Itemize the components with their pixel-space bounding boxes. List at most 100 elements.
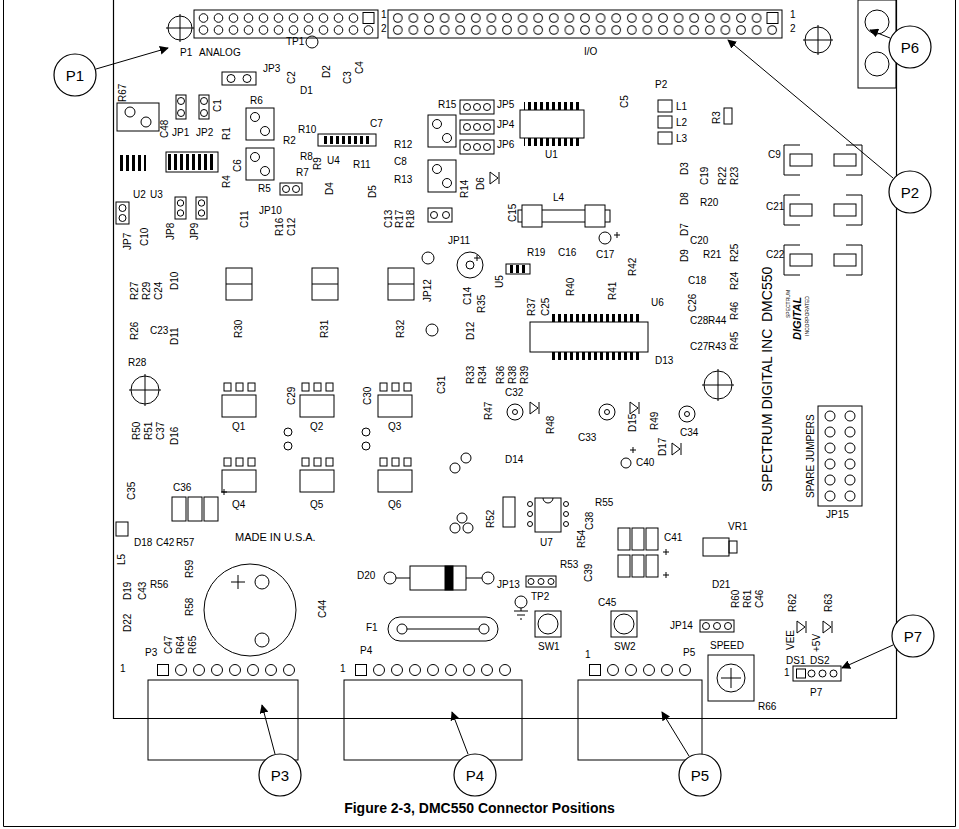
transistor-symbol — [222, 383, 412, 492]
part-label: R39 — [520, 366, 530, 384]
part-label: C44 — [318, 600, 328, 618]
part-label: C6 — [233, 159, 243, 172]
part-label: L5 — [117, 554, 127, 565]
jumper — [222, 72, 256, 85]
trimmer-potentiometer — [251, 153, 260, 162]
part-label: C33 — [578, 433, 596, 443]
transistor-symbol — [392, 383, 399, 391]
part-label: R6 — [250, 96, 263, 106]
push-switch — [535, 611, 637, 637]
test-point — [306, 36, 318, 48]
callout-outline — [889, 171, 931, 213]
capacitor-symbol — [790, 254, 812, 266]
part-label: SW1 — [538, 642, 560, 652]
callout-outline — [259, 754, 301, 796]
capacitor-symbol — [457, 252, 483, 278]
part-label: R28 — [128, 358, 146, 368]
callout-circle: P3 — [258, 753, 302, 797]
part-label: R55 — [595, 498, 613, 508]
jumper — [464, 144, 471, 151]
part-label: TP1 — [286, 37, 304, 47]
part-label: R14 — [460, 180, 470, 198]
resistor-symbol — [226, 268, 515, 527]
part-label: R49 — [650, 412, 660, 430]
board-outline — [114, 0, 897, 719]
leader-arrow — [728, 40, 893, 178]
jumper — [714, 623, 721, 630]
part-label: R40 — [566, 278, 576, 296]
part-label: MADE IN U.S.A. — [235, 532, 316, 543]
capacitor-symbol — [204, 497, 218, 521]
capacitor-symbol — [679, 406, 695, 422]
fuse-symbol — [479, 624, 489, 634]
part-label: D6 — [476, 177, 486, 190]
part-label: P3 — [145, 648, 157, 658]
integrated-circuit — [524, 138, 580, 146]
part-label: R13 — [394, 175, 412, 185]
part-label: P2 — [655, 80, 667, 90]
part-label: R57 — [176, 538, 194, 548]
part-label: R42 — [628, 258, 638, 276]
part-label: R16 — [275, 218, 285, 236]
resistor-symbol — [312, 268, 338, 300]
pin-header — [388, 10, 782, 38]
integrated-circuit — [703, 538, 729, 556]
part-label: C29 — [287, 387, 297, 405]
leader-arrow — [96, 48, 168, 69]
transistor-symbol — [300, 395, 334, 417]
part-label: R24 — [730, 272, 740, 290]
part-label: D16 — [170, 427, 180, 445]
integrated-circuit — [564, 522, 569, 527]
part-label: D2 — [322, 65, 332, 78]
part-label: R48 — [546, 416, 556, 434]
transistor-symbol — [380, 383, 387, 391]
part-label: SPECTRUM — [786, 290, 791, 318]
transistor-symbol — [236, 383, 243, 391]
part-label: L3 — [676, 134, 687, 144]
pin-header — [363, 13, 374, 24]
trimmer-potentiometer — [433, 165, 442, 174]
terminal-block — [158, 665, 169, 676]
trimmer-potentiometer — [443, 179, 452, 188]
part-label: R12 — [394, 140, 412, 150]
leader-arrow — [452, 712, 468, 754]
trimmer-potentiometer — [428, 115, 456, 147]
part-label: R8 — [300, 152, 313, 162]
jumper — [196, 197, 207, 219]
mounting-hole — [129, 14, 833, 406]
part-label: C17 — [596, 250, 614, 260]
capacitor-symbol — [507, 404, 523, 420]
jumper — [464, 104, 471, 111]
test-point — [515, 596, 527, 608]
part-label: JP5 — [497, 100, 514, 110]
transistor-symbol — [378, 395, 412, 417]
push-switch — [611, 611, 637, 637]
jumper — [176, 95, 186, 119]
fuse-symbol — [388, 617, 498, 641]
part-label: L1 — [676, 102, 687, 112]
part-label: C23 — [150, 326, 168, 336]
part-label: C24 — [154, 282, 164, 300]
inductor — [658, 100, 672, 112]
terminal-block — [578, 680, 702, 760]
diode-symbol — [445, 566, 453, 590]
part-label: C31 — [437, 376, 447, 394]
test-point — [514, 608, 528, 619]
part-label: Q1 — [232, 422, 245, 432]
diode-symbol — [797, 621, 806, 633]
part-label: D21 — [712, 580, 730, 590]
transistor-symbol — [224, 458, 231, 466]
transistor-symbol — [300, 470, 334, 492]
part-label: Q5 — [310, 500, 323, 510]
part-label: DMC550 — [760, 267, 774, 322]
part-label: R60 — [731, 590, 741, 608]
part-label: DS2 — [810, 656, 829, 666]
capacitor-symbol — [784, 145, 862, 175]
terminal-block — [344, 680, 522, 760]
jumper — [175, 197, 186, 219]
part-label: C35 — [127, 482, 137, 500]
via-pad — [362, 442, 370, 450]
jumper — [283, 186, 290, 193]
leader-arrow — [96, 30, 893, 756]
